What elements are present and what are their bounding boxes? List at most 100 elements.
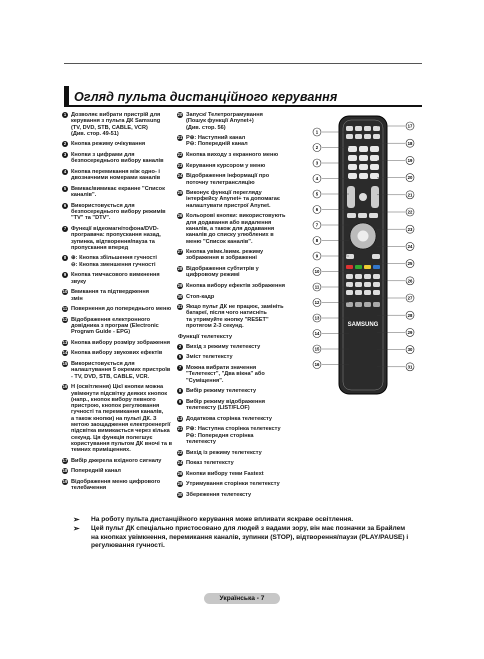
item-number-badge: 3 [62, 152, 68, 159]
remote-inner-edge [342, 119, 384, 391]
callout-label: 8 [316, 238, 319, 243]
remote-number-button [359, 164, 368, 170]
remote-number-button [359, 173, 368, 179]
item-text: Кнопка вибору ефектів зображення [186, 282, 286, 289]
item-text: Використовується для налаштування 5 окре… [71, 361, 171, 380]
callout-label: 20 [408, 175, 413, 180]
callout-circle [405, 259, 415, 268]
notes-section: ➢На роботу пульта дистанційного керуванн… [73, 516, 428, 551]
callout-label: 2 [316, 145, 319, 150]
color-button [355, 265, 362, 269]
item-number-badge: 7 [177, 365, 183, 372]
remote-button [372, 254, 380, 259]
callout-label: 13 [315, 316, 320, 321]
remote-button [373, 274, 380, 279]
item-text: Кнопка увімк./вимк. режиму зображення в … [186, 249, 264, 262]
item-text: P⊕: Наступний канал P⊖: Попередній канал [186, 135, 248, 148]
callout-circle [405, 207, 415, 217]
remote-number-button [370, 173, 379, 179]
callout-circle [312, 298, 322, 307]
item-text: Н (освітлення) Цієї кнопки можна увімкну… [71, 384, 173, 454]
item-text: Виконує функції перегляду інтерфейсу Any… [186, 190, 280, 209]
remote-number-button [348, 146, 357, 152]
remote-button [355, 290, 362, 295]
callout-circle [405, 276, 415, 286]
remote-button [346, 254, 354, 259]
callout-label: 15 [315, 347, 320, 352]
item-text: Вихід із режиму телетексту [186, 449, 262, 456]
remote-button [373, 134, 380, 139]
callout-label: 26 [408, 278, 413, 283]
item-number-badge: 11 [62, 306, 68, 313]
note-light: ➢На роботу пульта дистанційного керуванн… [73, 515, 354, 524]
item-number-badge: 7 [62, 225, 68, 232]
callout-circle [405, 345, 415, 354]
item-number-badge: 17 [62, 457, 68, 464]
item-number-badge: 24 [177, 173, 183, 180]
item-number-badge: 25 [177, 190, 183, 197]
item-number-badge: 28 [177, 266, 183, 273]
item-text: Показ телетексту [186, 460, 234, 467]
remote-number-button [370, 146, 379, 152]
remote-button [355, 282, 362, 287]
remote-button [355, 134, 362, 139]
callout-label: 29 [408, 330, 413, 335]
callout-label: 19 [408, 158, 413, 163]
callout-circle [405, 328, 415, 337]
callout-label: 7 [316, 223, 319, 228]
callout-circle [405, 224, 415, 234]
item-number-badge: 8 [177, 388, 183, 395]
color-button [373, 265, 380, 269]
item-text: Вихід з режиму телетексту [186, 343, 261, 350]
callout-circle [405, 310, 415, 320]
remote-number-button [348, 173, 357, 179]
item-text: Відображення інформації про поточну теле… [186, 173, 270, 186]
callout-circle [405, 293, 415, 303]
item-number-badge: 10 [62, 289, 68, 296]
remote-button [346, 282, 353, 287]
remote-button [346, 134, 353, 139]
item-text: Збереження телетексту [186, 491, 252, 498]
callout-label: 10 [315, 269, 320, 274]
item-text: Вмикання та підтвердження змін [71, 289, 150, 302]
callout-label: 21 [408, 192, 413, 197]
remote-button [347, 213, 356, 218]
item-text: Використовується для безпосереднього виб… [71, 202, 166, 222]
item-number-badge: 26 [177, 213, 183, 220]
transport-button [373, 302, 380, 307]
item-text: Кольорові кнопки: використовують для дод… [186, 213, 286, 245]
callout-label: 17 [408, 124, 413, 129]
item-number-badge: 29 [177, 282, 183, 289]
callout-circle [312, 360, 322, 369]
mute-button [359, 193, 367, 201]
item-text: Дозволяє вибрати пристрій для керування … [71, 112, 161, 137]
callout-circle [405, 173, 415, 182]
remote-body [338, 115, 388, 395]
page-title: Огляд пульта дистанційного керування [74, 90, 338, 104]
item-number-badge: 13 [177, 415, 183, 422]
item-text: Якщо пульт ДК не працює, замініть батаре… [186, 304, 284, 329]
item-text: P⊕: Наступна сторінка телетексту P⊖: Поп… [186, 426, 281, 445]
list-item: 8⊕: Кнопка збільшення гучності ⊖: Кнопка… [62, 255, 180, 268]
item-number-badge: 4 [62, 168, 68, 175]
callout-label: 5 [316, 192, 319, 197]
remote-button [373, 290, 380, 295]
remote-button [364, 134, 371, 139]
title-area: Огляд пульта дистанційного керування [64, 66, 422, 106]
